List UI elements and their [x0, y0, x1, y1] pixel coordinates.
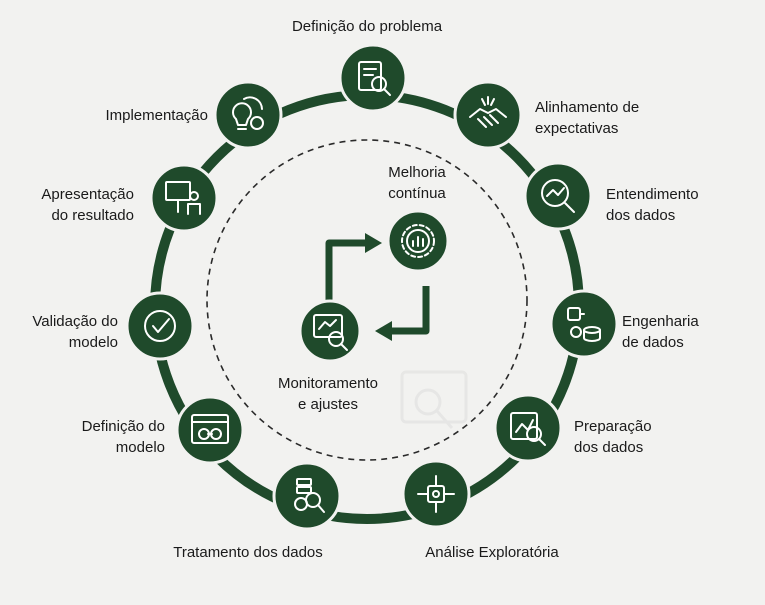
step-node-9: [125, 291, 195, 361]
check-circle-icon: [144, 310, 176, 342]
step-node-5: [493, 393, 563, 463]
handshake-icon: [469, 96, 507, 128]
step-node-6-circle: [401, 459, 471, 529]
step-label-tratamento: Tratamento dos dados: [173, 544, 323, 561]
step-node-6: [401, 459, 471, 529]
monitor-search-icon: [313, 314, 348, 351]
step-node-10-circle: [149, 163, 219, 233]
step-node-3: [523, 161, 593, 231]
step-node-4: [549, 289, 619, 359]
step-node-4-circle: [549, 289, 619, 359]
step-label-analise: Análise Exploratória: [425, 544, 559, 561]
step-node-9-circle: [125, 291, 195, 361]
step-node-1: [338, 43, 408, 113]
cycle-arrows: [325, 233, 430, 341]
step-node-2: [453, 80, 523, 150]
step-node-3-circle: [523, 161, 593, 231]
presenter-icon: [165, 181, 201, 215]
document-search-icon: [358, 61, 391, 96]
step-label-implementacao: Implementação: [105, 107, 208, 124]
step-node-11-circle: [213, 80, 283, 150]
step-node-8-circle: [175, 395, 245, 465]
network-chip-icon: [417, 475, 455, 513]
model-screen-icon: [191, 414, 229, 444]
data-search-icon: [294, 478, 325, 513]
step-node-10: [149, 163, 219, 233]
watermark-chart-icon: [400, 370, 468, 429]
chart-search-icon: [510, 412, 546, 446]
step-node-2-circle: [453, 80, 523, 150]
gear-chart-icon: [401, 224, 435, 258]
inner-node-improvement: [386, 209, 450, 273]
inner-node-monitoring-circle: [298, 299, 362, 363]
step-node-11: [213, 80, 283, 150]
magnifier-chart-icon: [541, 179, 575, 213]
step-node-7: [272, 461, 342, 531]
inner-dashed-circle: [206, 139, 528, 461]
database-gear-icon: [567, 307, 601, 342]
step-label-definicao-problema: Definição do problema: [291, 18, 443, 35]
step-node-8: [175, 395, 245, 465]
lightbulb-gear-icon: [232, 96, 264, 130]
inner-node-monitoring: [298, 299, 362, 363]
step-node-1-circle: [338, 43, 408, 113]
